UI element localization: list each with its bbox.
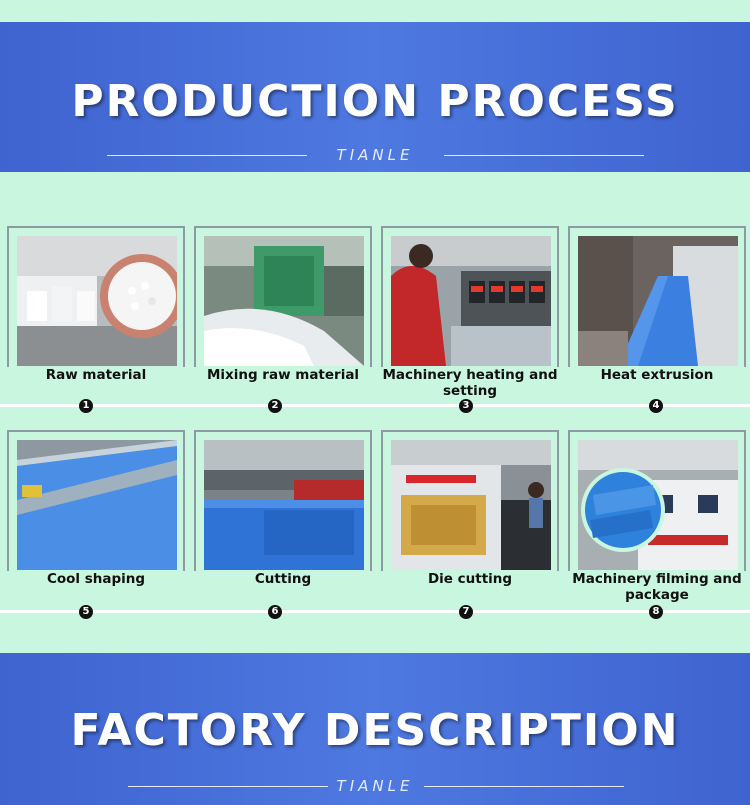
step-label: Mixing raw material	[194, 367, 372, 383]
step-card-cutting: Cutting	[194, 430, 372, 587]
step-label: Machinery heating and setting	[381, 367, 559, 399]
brand-label: TIANLE	[336, 777, 414, 795]
step-card-heating: Machinery heating and setting	[381, 226, 559, 399]
top-strip	[0, 0, 750, 22]
brand-label: TIANLE	[336, 146, 414, 164]
step-label: Machinery filming and package	[568, 571, 746, 603]
step-number-badge: 6	[268, 605, 282, 619]
divider-left	[107, 155, 307, 156]
step-number-badge: 8	[649, 605, 663, 619]
step-label: Cool shaping	[7, 571, 185, 587]
step-card-extrusion: Heat extrusion	[568, 226, 746, 383]
cool-shaping-photo	[17, 440, 177, 570]
step-number-badge: 1	[79, 399, 93, 413]
step-number-badge: 2	[268, 399, 282, 413]
step-number-badge: 4	[649, 399, 663, 413]
step-number-badge: 3	[459, 399, 473, 413]
step-card-mixing: Mixing raw material	[194, 226, 372, 383]
step-label: Heat extrusion	[568, 367, 746, 383]
step-card-raw-material: Raw material	[7, 226, 185, 383]
cutting-photo	[204, 440, 364, 570]
raw-material-photo	[17, 236, 177, 366]
divider-right	[424, 786, 624, 787]
production-process-banner: PRODUCTION PROCESS TIANLE	[0, 22, 750, 172]
step-card-die-cutting: Die cutting	[381, 430, 559, 587]
die-cutting-photo	[391, 440, 551, 570]
step-card-cool-shaping: Cool shaping	[7, 430, 185, 587]
extrusion-photo	[578, 236, 738, 366]
step-number-badge: 7	[459, 605, 473, 619]
divider-left	[128, 786, 328, 787]
row-divider	[0, 404, 750, 407]
step-card-filming: Machinery filming and package	[568, 430, 746, 603]
filming-photo	[578, 440, 738, 570]
step-label: Cutting	[194, 571, 372, 587]
heating-photo	[391, 236, 551, 366]
banner-title: PRODUCTION PROCESS	[71, 76, 679, 127]
factory-description-banner: FACTORY DESCRIPTION TIANLE	[0, 653, 750, 805]
row-divider	[0, 610, 750, 613]
mixing-photo	[204, 236, 364, 366]
divider-right	[444, 155, 644, 156]
banner-title: FACTORY DESCRIPTION	[70, 705, 680, 756]
step-number-badge: 5	[79, 605, 93, 619]
step-label: Raw material	[7, 367, 185, 383]
step-label: Die cutting	[381, 571, 559, 587]
